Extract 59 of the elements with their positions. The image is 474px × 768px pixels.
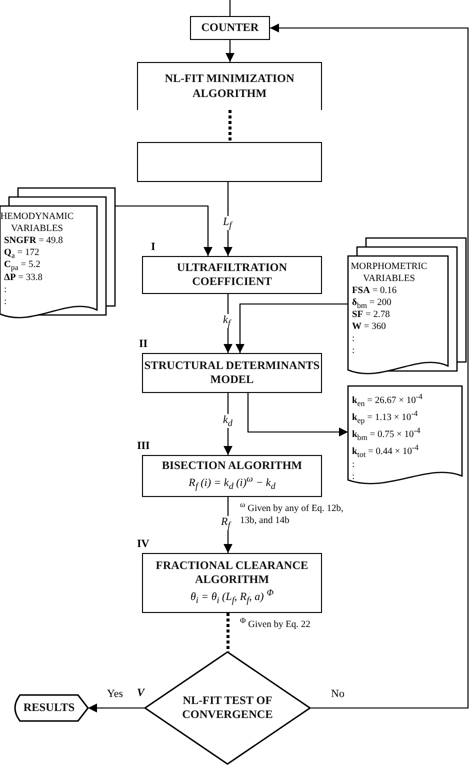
variable-value: k$_{ep}$ = 1.13 × 10$^{-4}$ [351, 408, 418, 426]
variable-value: C$_{pa}$ = 5.2 [3, 260, 40, 274]
arrow [224, 393, 232, 455]
process-title: ULTRAFILTRATION COEFFICIENT [176, 260, 288, 290]
process-title: BISECTION ALGORITHM [162, 458, 302, 474]
dotted-connector [226, 613, 230, 652]
arrow [224, 294, 232, 353]
variable-value: Q$_{a}$ = 172 [3, 248, 40, 260]
arrow [224, 182, 232, 256]
variable-value: : [3, 296, 7, 309]
step-numeral: V [137, 687, 144, 699]
variable-value: SNGFR = 49.8 [3, 236, 63, 248]
step-numeral: IV [137, 538, 150, 550]
footnote: $^{Φ}$ Given by Eq. 22 [240, 616, 312, 632]
dotted-connector [228, 110, 232, 142]
process-title: FRACTIONAL CLEARANCE ALGORITHM [154, 558, 310, 588]
variable-value: ΔP = 33.8 [3, 273, 42, 286]
arrow [247, 393, 348, 436]
process-title: STRUCTURAL DETERMINANTS MODEL [143, 358, 321, 388]
variable-value: δ$_{bm}$ = 200 [351, 298, 392, 310]
process-title: COUNTER [201, 20, 259, 36]
process-title: NL-FIT MINIMIZATION ALGORITHM [164, 72, 296, 101]
variable-value: : [351, 334, 355, 346]
variable-value: k$_{en}$ = 26.67 × 10$^{-4}$ [351, 392, 422, 409]
document-heading: MORPHOMETRIC VARIABLES [350, 262, 428, 286]
variable-value: : [351, 472, 355, 484]
step-numeral: I [151, 241, 156, 253]
process-box [190, 16, 270, 40]
step-numeral: III [137, 440, 150, 452]
footnote: $^{ω}$ Given by any of Eq. 12b, 13b, and 14b [240, 500, 344, 528]
variable-value: W = 360 [351, 322, 386, 334]
document-heading: HEMODYNAMIC VARIABLES [0, 212, 74, 236]
arrow [88, 704, 145, 712]
decision-label: NL-FIT TEST OF CONVERGENCE [181, 694, 274, 722]
arrow [236, 303, 348, 353]
variable-value: k$_{tot}$ = 0.44 × 10$^{-4}$ [351, 442, 419, 460]
edge-label: No [330, 688, 346, 700]
edge-label: k$_{f}$ [222, 314, 232, 328]
variable-value: : [351, 460, 355, 472]
edge-label: R$_{f}$ [220, 516, 232, 530]
variable-value: k$_{bm}$ = 0.75 × 10$^{-4}$ [351, 426, 420, 443]
variable-value: : [3, 285, 7, 297]
formula: θ$_{i}$ = θ$_{i}$ (L$_{f}$, R$_{f}$, a) $^{Φ}$ [190, 587, 274, 608]
arrow [226, 40, 234, 62]
process-box [137, 142, 322, 182]
formula: R$_{f}$ (i) = k$_{d}$ (i)$^{ω}$ − k$_{d}$ [188, 473, 276, 494]
arrow [270, 24, 469, 709]
variable-value: SF = 2.78 [351, 310, 390, 322]
edge-label: L$_{f}$ [222, 216, 233, 230]
connector-line [229, 0, 231, 16]
variable-value: FSA = 0.16 [351, 286, 397, 298]
process-box [137, 62, 322, 110]
arrow [224, 497, 232, 553]
edge-label: Yes [106, 688, 124, 700]
arrow [115, 205, 212, 256]
step-numeral: II [139, 338, 148, 350]
terminator-label: RESULTS [23, 700, 75, 716]
edge-label: k$_{d}$ [222, 414, 234, 428]
variable-value: : [351, 346, 355, 358]
